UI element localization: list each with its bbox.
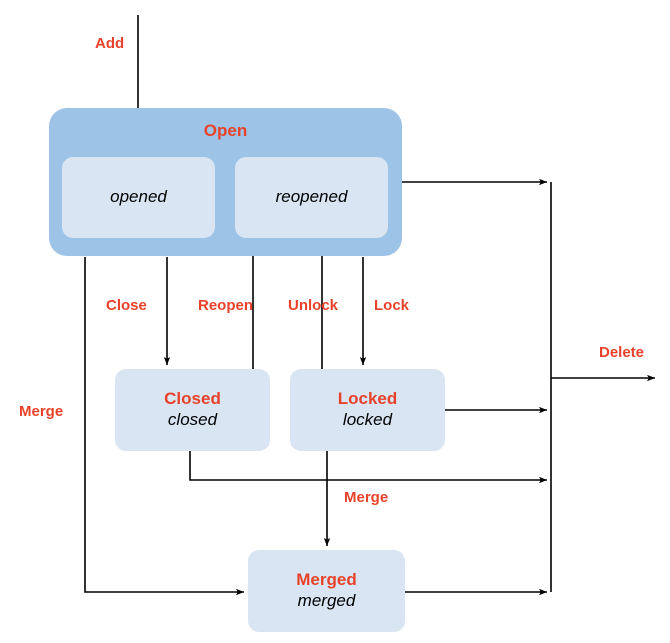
edge-closed-delete <box>189 451 547 484</box>
edge-label-add: Add <box>95 35 125 52</box>
state-opened-sub: opened <box>110 187 167 207</box>
state-merged-title: Merged <box>296 570 357 590</box>
edge-label-merge-mid: Merge <box>344 489 389 506</box>
state-closed-title: Closed <box>164 389 221 409</box>
state-reopened[interactable]: reopened <box>235 157 388 238</box>
state-locked-sub: locked <box>342 410 393 429</box>
state-merged[interactable]: Merged merged <box>248 550 405 632</box>
state-reopened-sub: reopened <box>275 187 348 207</box>
state-closed-sub: closed <box>167 410 218 429</box>
edge-label-reopen: Reopen <box>198 297 254 314</box>
state-opened[interactable]: opened <box>62 157 215 238</box>
state-merged-sub: merged <box>297 591 356 610</box>
group-open-title: Open <box>203 121 248 140</box>
state-locked[interactable]: Locked locked <box>290 369 445 451</box>
state-locked-title: Locked <box>337 389 398 409</box>
edge-label-merge-left: Merge <box>19 403 64 420</box>
state-closed[interactable]: Closed closed <box>115 369 270 451</box>
edge-label-lock: Lock <box>374 297 410 314</box>
edge-label-delete: Delete <box>599 344 645 361</box>
edge-merge-left <box>84 257 244 596</box>
edge-label-close: Close <box>106 297 147 314</box>
edge-label-unlock: Unlock <box>288 297 339 314</box>
